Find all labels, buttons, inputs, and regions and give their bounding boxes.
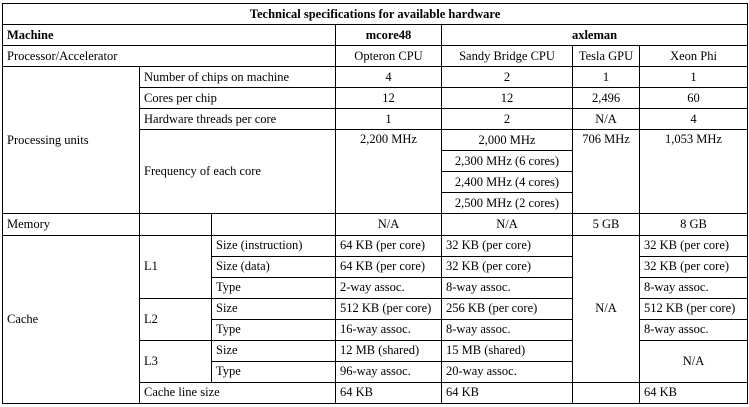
frequency-sandy-turbo-6: 2,300 MHz (6 cores) [441,150,573,173]
l1-label: L1 [139,234,212,299]
processor-sandy-bridge: Sandy Bridge CPU [441,45,573,68]
l2-size-xeon: 512 KB (per core) [638,297,749,320]
frequency-label: Frequency of each core [139,129,336,215]
memory-sandy: N/A [441,213,573,236]
cache-line-opteron: 64 KB [335,381,442,405]
frequency-xeon: 1,053 MHz [638,129,749,215]
frequency-tesla: 706 MHz [572,129,640,215]
processor-opteron: Opteron CPU [335,45,442,68]
chips-xeon: 1 [638,66,749,89]
chips-opteron: 4 [335,66,442,89]
memory-opteron: N/A [335,213,442,236]
cores-opteron: 12 [335,87,442,110]
cache-tesla: N/A [572,234,640,383]
l1-size-instruction-sandy: 32 KB (per core) [441,234,573,257]
header-axleman: axleman [440,24,749,47]
threads-tesla: N/A [572,108,640,131]
cache-line-tesla [572,381,640,405]
cache-line-sandy: 64 KB [441,381,573,405]
frequency-opteron: 2,200 MHz [335,129,442,215]
l1-size-data-label: Size (data) [211,255,336,278]
memory-label: Memory [2,213,140,236]
frequency-sandy-turbo-2: 2,500 MHz (2 cores) [441,192,573,215]
l3-xeon: N/A [638,339,749,383]
memory-spacer-1 [139,213,212,236]
l1-size-data-xeon: 32 KB (per core) [638,255,749,278]
processing-units-label: Processing units [2,66,140,215]
l1-type-label: Type [211,276,336,299]
cores-tesla: 2,496 [572,87,640,110]
frequency-sandy-base: 2,000 MHz [441,129,573,152]
l2-type-opteron: 16-way assoc. [335,318,442,341]
l3-size-sandy: 15 MB (shared) [441,339,573,362]
header-machine: Machine [2,24,336,47]
threads-sandy: 2 [441,108,573,131]
processor-tesla: Tesla GPU [572,45,640,68]
processor-xeon-phi: Xeon Phi [638,45,749,68]
threads-label: Hardware threads per core [139,108,336,131]
l1-size-instruction-xeon: 32 KB (per core) [638,234,749,257]
l3-label: L3 [139,339,212,383]
processor-label: Processor/Accelerator [2,45,336,68]
l2-size-label: Size [211,297,336,320]
memory-xeon: 8 GB [638,213,749,236]
chips-label: Number of chips on machine [139,66,336,89]
l1-size-instruction-opteron: 64 KB (per core) [335,234,442,257]
cache-line-label: Cache line size [139,381,336,405]
memory-tesla: 5 GB [572,213,640,236]
cores-xeon: 60 [638,87,749,110]
l3-size-opteron: 12 MB (shared) [335,339,442,362]
l1-type-xeon: 8-way assoc. [638,276,749,299]
header-mcore48: mcore48 [335,24,442,47]
l3-type-opteron: 96-way assoc. [335,360,442,383]
l2-label: L2 [139,297,212,341]
table-title: Technical specifications for available h… [1,2,749,26]
chips-tesla: 1 [572,66,640,89]
l1-size-instruction-label: Size (instruction) [211,234,336,257]
chips-sandy: 2 [441,66,573,89]
l2-type-sandy: 8-way assoc. [441,318,573,341]
l1-size-data-sandy: 32 KB (per core) [441,255,573,278]
l3-type-label: Type [211,360,336,383]
cores-sandy: 12 [441,87,573,110]
cache-label: Cache [2,234,140,405]
l3-size-label: Size [211,339,336,362]
l1-type-opteron: 2-way assoc. [335,276,442,299]
l2-type-xeon: 8-way assoc. [638,318,749,341]
l2-size-opteron: 512 KB (per core) [335,297,442,320]
threads-opteron: 1 [335,108,442,131]
threads-xeon: 4 [638,108,749,131]
frequency-sandy-turbo-4: 2,400 MHz (4 cores) [441,171,573,194]
cores-label: Cores per chip [139,87,336,110]
l1-size-data-opteron: 64 KB (per core) [335,255,442,278]
l1-type-sandy: 8-way assoc. [441,276,573,299]
memory-spacer-2 [211,213,336,236]
l2-size-sandy: 256 KB (per core) [441,297,573,320]
cache-line-xeon: 64 KB [638,381,749,405]
l3-type-sandy: 20-way assoc. [441,360,573,383]
l2-type-label: Type [211,318,336,341]
